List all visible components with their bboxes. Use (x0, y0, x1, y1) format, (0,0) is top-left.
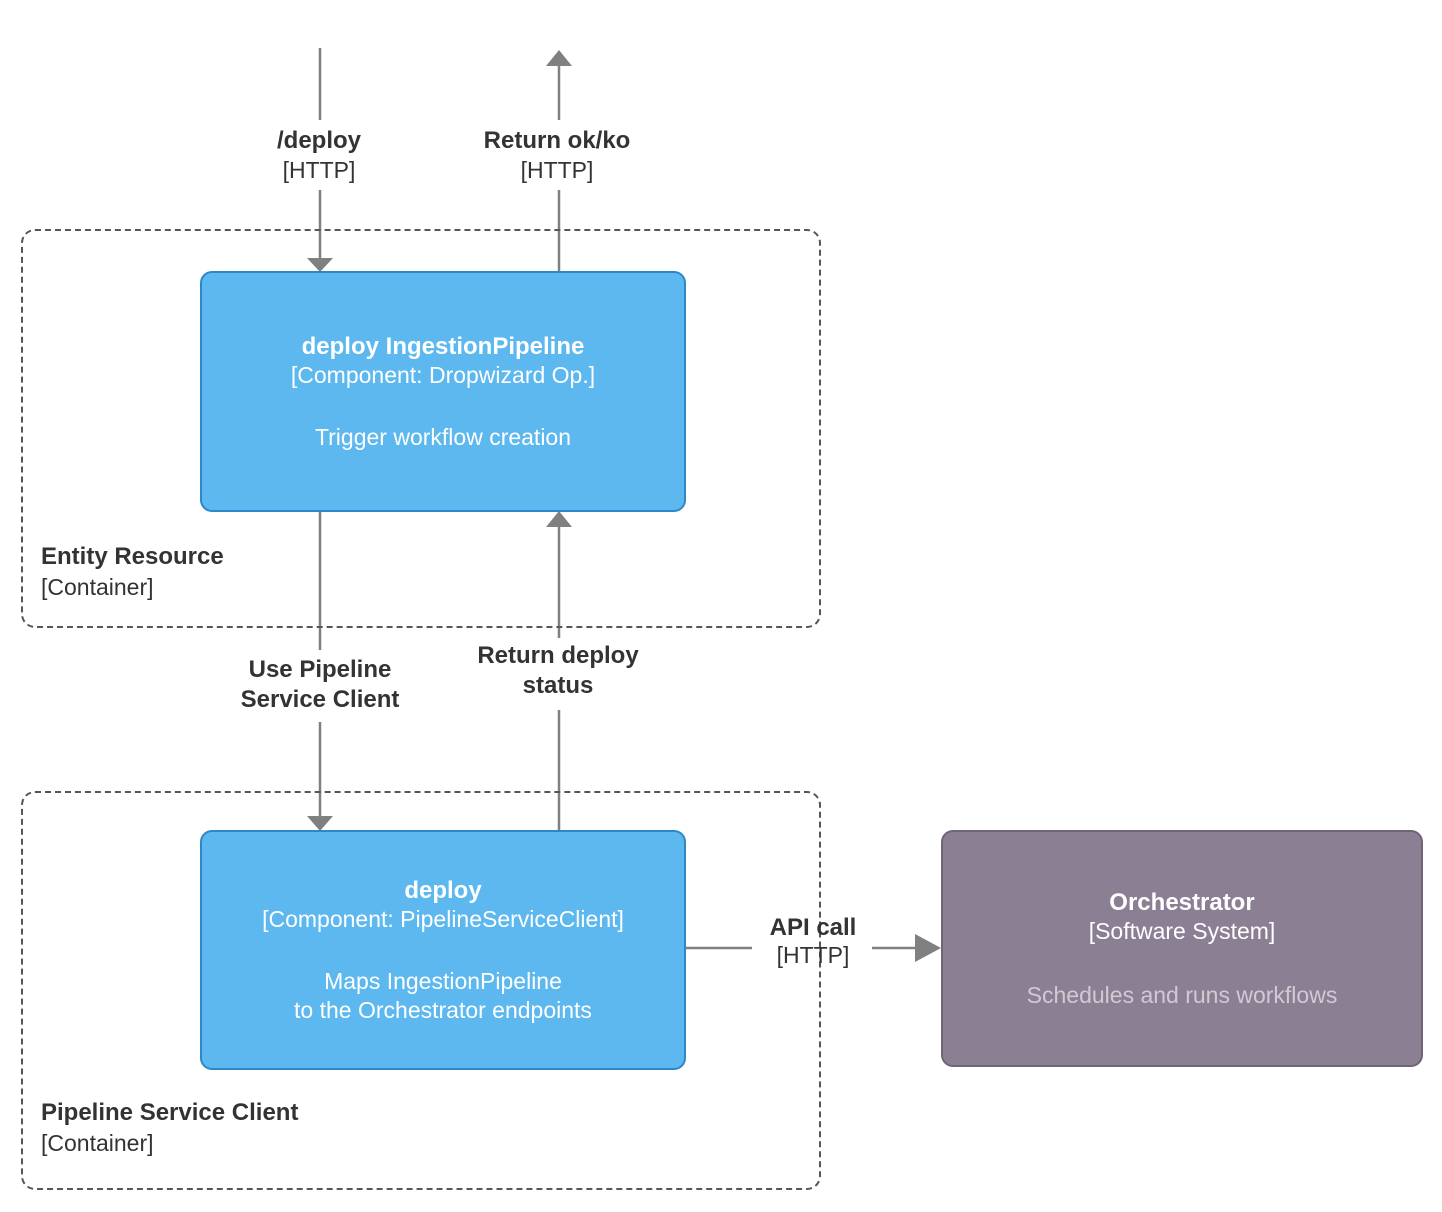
node-description: Trigger workflow creation (314, 423, 572, 450)
node-type: [Component: PipelineServiceClient] (262, 906, 624, 933)
relationship-technology: [HTTP] (776, 941, 850, 968)
boundary-type: [Container] (41, 573, 154, 600)
relationship-label-return-ok-ko: Return ok/ko [HTTP] (432, 126, 682, 185)
relationship-label-return-deploy-status: Return deploy status (434, 641, 682, 701)
relationship-name-line-1: Return deploy (477, 642, 639, 669)
node-deploy-ingestion-pipeline[interactable]: deploy IngestionPipeline [Component: Dro… (200, 271, 686, 512)
node-orchestrator[interactable]: Orchestrator [Software System] Schedules… (941, 830, 1423, 1067)
relationship-label-use-pipeline-service-client: Use Pipeline Service Client (196, 655, 444, 715)
relationship-name: Return ok/ko (483, 127, 631, 154)
boundary-label-entity-resource: Entity Resource [Container] (41, 542, 224, 602)
boundary-entity-resource (21, 229, 821, 628)
relationship-technology: [HTTP] (520, 157, 594, 184)
relationship-name-line-2: status (522, 672, 594, 700)
relationship-technology: [HTTP] (282, 157, 356, 184)
boundary-name: Entity Resource (41, 543, 224, 570)
boundary-name: Pipeline Service Client (41, 1099, 299, 1126)
node-deploy-pipeline-service-client[interactable]: deploy [Component: PipelineServiceClient… (200, 830, 686, 1070)
relationship-name-line-1: Use Pipeline (248, 656, 392, 683)
relationship-label-deploy-request: /deploy [HTTP] (194, 126, 444, 185)
node-description: Maps IngestionPipeline to the Orchestrat… (294, 967, 592, 1024)
boundary-type: [Container] (41, 1129, 154, 1156)
relationship-name: API call (769, 914, 857, 941)
relationship-label-api-call: API call [HTTP] (690, 914, 936, 969)
relationship-name: /deploy (276, 127, 361, 154)
node-description-line-1: Maps IngestionPipeline (324, 968, 562, 995)
node-title: Orchestrator (1109, 888, 1255, 916)
node-type: [Component: Dropwizard Op.] (290, 361, 596, 388)
node-description-line-2: to the Orchestrator endpoints (294, 996, 592, 1023)
node-title: deploy (404, 876, 482, 904)
node-type: [Software System] (1088, 917, 1276, 944)
relationship-name-line-2: Service Client (240, 686, 400, 714)
node-title: deploy IngestionPipeline (301, 332, 585, 360)
boundary-label-pipeline-service-client: Pipeline Service Client [Container] (41, 1098, 298, 1158)
node-description: Schedules and runs workflows (1026, 981, 1338, 1008)
boundary-pipeline-service-client (21, 791, 821, 1190)
